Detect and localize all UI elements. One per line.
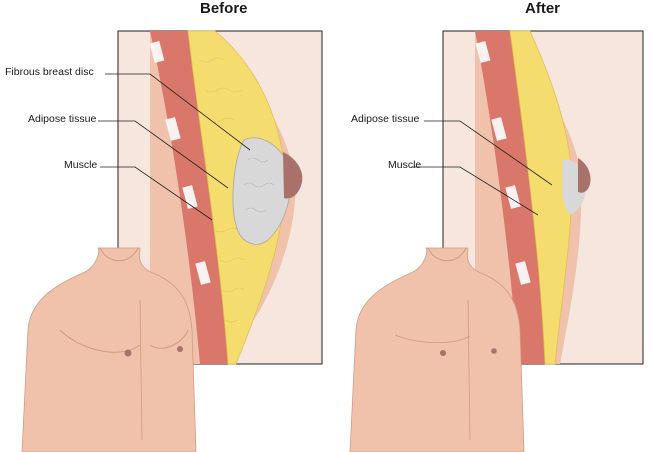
after-adipose-layer — [509, 30, 573, 365]
before-torso-nipple-right — [177, 346, 183, 352]
before-fibrous-disc — [232, 137, 292, 245]
label-adipose-tissue-after: Adipose tissue — [351, 113, 420, 125]
label-muscle-after: Muscle — [388, 159, 422, 171]
after-torso-nipple-left — [440, 350, 446, 356]
leader-adipose-before — [98, 120, 229, 189]
before-cross-section — [117, 30, 323, 365]
before-adipose-texture — [199, 57, 252, 323]
before-rib-segments — [149, 41, 211, 285]
before-fibrous-texture — [243, 157, 275, 213]
label-muscle-before: Muscle — [64, 159, 98, 171]
after-title: After — [525, 0, 561, 17]
leader-adipose-after — [424, 120, 553, 186]
before-torso-nipple-left — [124, 349, 132, 357]
after-rib-segments — [475, 41, 531, 285]
before-nipple — [283, 152, 303, 199]
leader-muscle-before — [100, 166, 213, 221]
before-torso — [21, 247, 197, 452]
after-nipple — [578, 158, 591, 193]
before-title: Before — [200, 0, 248, 17]
leader-fibrous — [105, 73, 251, 151]
leader-muscle-after — [412, 166, 539, 216]
leader-lines — [98, 73, 553, 221]
after-torso — [349, 247, 525, 452]
label-adipose-tissue-before: Adipose tissue — [28, 113, 97, 125]
after-torso-nipple-right — [491, 348, 497, 354]
label-fibrous-breast-disc: Fibrous breast disc — [5, 66, 94, 78]
